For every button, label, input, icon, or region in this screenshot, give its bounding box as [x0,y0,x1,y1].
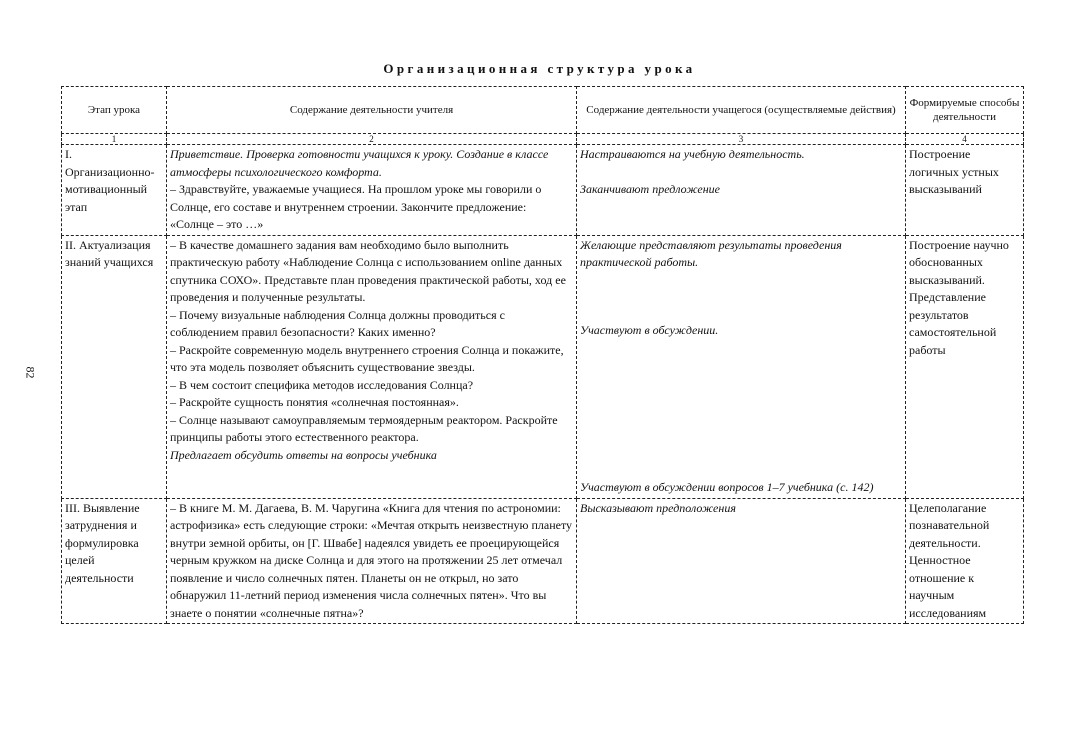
column-number: 3 [576,133,906,145]
header-row: Этап урока Содержание деятельности учите… [61,86,1024,134]
table-row: III. Выявление затруднения и формулировк… [61,497,1024,624]
header-teacher: Содержание деятельности учителя [166,86,577,134]
column-number: 4 [905,133,1024,145]
teacher-text: – Раскройте сущность понятия «солнечная … [170,395,459,409]
teacher-text: – Почему визуальные наблюдения Солнца до… [170,307,505,340]
student-cell: Желающие представляют результаты проведе… [576,234,906,499]
student-text: Участвуют в обсуждении. [580,322,719,337]
teacher-text: – Здравствуйте, уважаемые учащиеся. На п… [170,182,542,231]
teacher-text: – Солнце называют самоуправляемым термоя… [170,412,558,445]
teacher-text: – В книге М. М. Дагаева, В. М. Чаругина … [170,500,573,620]
skills-text: Представление результатов самостоятельно… [909,290,997,357]
page-number: 82 [23,366,38,379]
teacher-text: Предлагает обсудить ответы на вопросы уч… [170,447,437,462]
stage-cell: III. Выявление затруднения и формулировк… [61,497,167,624]
column-number-row: 1 2 3 4 [61,133,1024,145]
teacher-cell: – В книге М. М. Дагаева, В. М. Чаругина … [166,497,577,624]
student-text: Участвуют в обсуждении вопросов 1–7 учеб… [580,480,874,494]
column-number: 2 [166,133,577,145]
header-stage: Этап урока [61,86,167,134]
skills-cell: Целеполагание познавательной деятельност… [905,497,1024,624]
page-title: Организационная структура урока [383,61,696,76]
teacher-text: – В качестве домашнего задания вам необх… [170,237,566,305]
teacher-cell: Приветствие. Проверка готовности учащихс… [166,144,577,236]
lesson-structure-table: Этап урока Содержание деятельности учите… [61,86,1024,624]
student-text: Желающие представляют результаты проведе… [580,237,842,270]
table-row: II. Актуализация знаний учащихся – В кач… [61,234,1024,499]
student-text: Заканчивают предложение [580,181,720,196]
teacher-text: – В чем состоит специфика методов исслед… [170,377,474,392]
table-row: I. Организационно-мотивационный этап При… [61,144,1024,236]
stage-cell: I. Организационно-мотивационный этап [61,144,167,236]
teacher-cell: – В качестве домашнего задания вам необх… [166,234,577,499]
teacher-text: Приветствие. Проверка готовности учащихс… [170,147,549,179]
teacher-text: – Раскройте современную модель внутренне… [170,342,564,375]
header-skills: Формируемые способы деятельности [905,86,1024,134]
skills-cell: Построение научно обоснованных высказыва… [905,234,1024,499]
skills-cell: Построение логичных устных высказываний [905,144,1024,236]
student-cell: Настраиваются на учебную деятельность. З… [576,144,906,236]
student-text: Высказывают предположения [580,500,736,515]
column-number: 1 [61,133,167,145]
student-cell: Высказывают предположения [576,497,906,624]
header-student: Содержание деятельности учащегося (осуще… [576,86,906,134]
skills-text: Построение научно обоснованных высказыва… [909,237,1009,287]
student-text: Настраиваются на учебную деятельность. [580,147,805,161]
stage-cell: II. Актуализация знаний учащихся [61,234,167,499]
